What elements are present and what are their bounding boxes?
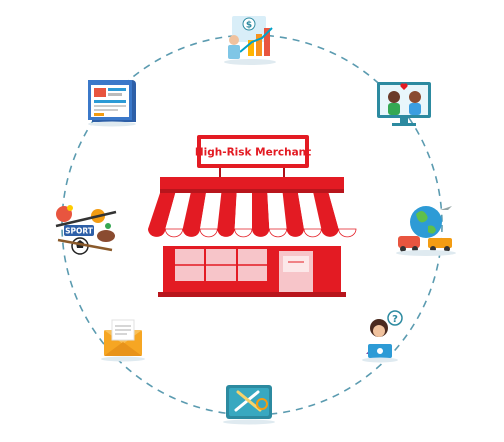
awning-stripe <box>298 193 322 229</box>
awning <box>148 193 357 238</box>
awning-stripe <box>234 193 252 229</box>
awning-stripe <box>148 193 176 229</box>
travel-icon <box>396 206 456 256</box>
web-browser-icon <box>88 80 136 127</box>
awning-scallop <box>268 228 288 238</box>
repair-tools-icon <box>223 385 275 425</box>
dollar-sign: $ <box>246 21 252 31</box>
sports-betting-icon: SPORT <box>55 205 117 255</box>
sport-label: SPORT <box>65 227 94 236</box>
awning-scallop <box>252 229 270 237</box>
awning-stripe <box>200 193 222 229</box>
awning-stripe <box>282 193 304 229</box>
awning-stripe <box>328 193 356 229</box>
awning-scallop <box>217 229 235 237</box>
awning-stripe <box>217 193 237 229</box>
awning-stripe <box>182 193 206 229</box>
customer-support-icon: ? <box>362 310 403 363</box>
awning-scallop <box>303 228 322 238</box>
awning-scallop <box>234 228 253 238</box>
awning-scallop <box>286 229 304 237</box>
dashed-orbit-circle <box>61 34 443 416</box>
question-badge: ? <box>392 314 398 325</box>
merchant-sign: High-Risk Merchant <box>195 135 311 178</box>
awning-stripe <box>252 193 270 229</box>
merchant-sign-text: High-Risk Merchant <box>195 147 311 159</box>
awning-stripe <box>267 193 287 229</box>
online-dating-icon <box>377 82 431 126</box>
mail-envelope-icon <box>101 319 145 362</box>
awning-scallop <box>164 228 184 238</box>
investment-growth-icon: $ <box>224 16 276 65</box>
awning-stripe <box>313 193 339 229</box>
awning-scallop <box>338 228 357 238</box>
awning-scallop <box>148 229 166 237</box>
awning-stripe <box>165 193 191 229</box>
awning-scallop <box>199 228 218 238</box>
awning-scallop <box>182 229 200 237</box>
storefront: High-Risk Merchant <box>148 135 357 297</box>
awning-scallop <box>321 229 339 237</box>
